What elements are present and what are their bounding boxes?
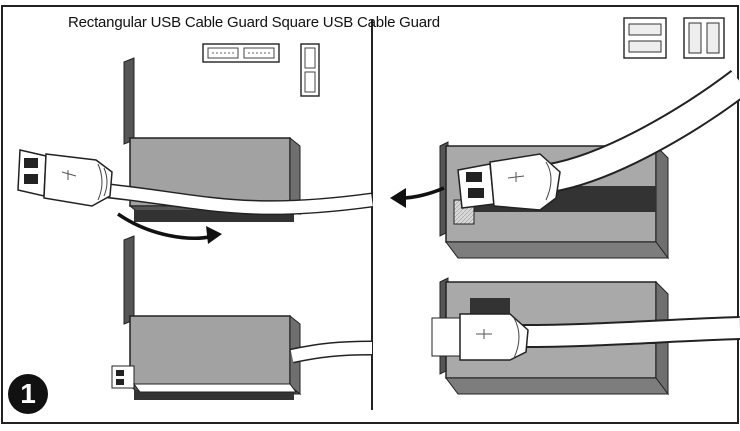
diagram-caption: Rectangular USB Cable Guard Square USB C… xyxy=(68,14,440,31)
square-guard-icon-vertical xyxy=(301,44,319,96)
rectangular-guard-icon xyxy=(203,44,279,62)
pull-out-arrow xyxy=(390,188,444,208)
usb-plug-right-bottom xyxy=(432,314,528,360)
step-number-badge: 1 xyxy=(8,374,48,414)
dual-port-horizontal-icon xyxy=(624,18,666,58)
dual-port-vertical-icon xyxy=(684,18,724,58)
usb-plug-left-top xyxy=(18,150,112,206)
rectangular-guard-bottom xyxy=(124,236,300,400)
